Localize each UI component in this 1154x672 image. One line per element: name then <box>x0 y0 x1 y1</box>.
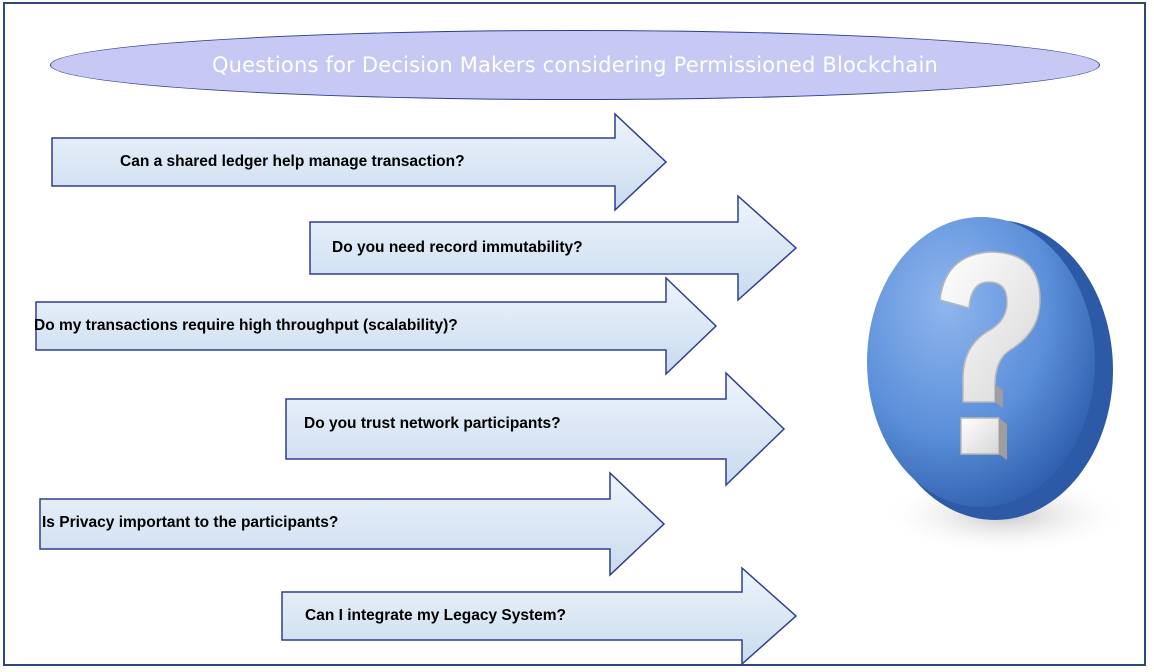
question-label-2: Do you need record immutability? <box>332 239 583 256</box>
question-label-3: Do my transactions require high throughp… <box>34 317 458 334</box>
arrow-shape-icon <box>35 276 718 376</box>
arrow-shape-icon <box>281 566 798 666</box>
question-arrow-6: Can I integrate my Legacy System? <box>281 566 798 666</box>
diagram-frame <box>3 2 1146 666</box>
question-arrow-5: Is Privacy important to the participants… <box>39 471 666 577</box>
question-arrow-1: Can a shared ledger help manage transact… <box>51 112 668 212</box>
question-arrow-2: Do you need record immutability? <box>309 194 798 302</box>
question-mark-sphere-icon <box>845 180 1130 570</box>
question-label-5: Is Privacy important to the participants… <box>42 514 339 531</box>
arrow-shape-icon <box>39 471 666 577</box>
question-label-1: Can a shared ledger help manage transact… <box>120 153 465 170</box>
question-label-6: Can I integrate my Legacy System? <box>305 607 567 624</box>
diagram-title: Questions for Decision Makers considerin… <box>211 53 939 77</box>
question-arrow-3: Do my transactions require high throughp… <box>34 276 718 376</box>
title-ellipse: Questions for Decision Makers considerin… <box>50 30 1100 100</box>
arrow-shape-icon <box>285 371 786 487</box>
arrow-shape-icon <box>309 194 798 302</box>
question-label-4: Do you trust network participants? <box>304 415 561 432</box>
question-arrow-4: Do you trust network participants? <box>285 371 786 487</box>
arrow-shape-icon <box>51 112 668 212</box>
